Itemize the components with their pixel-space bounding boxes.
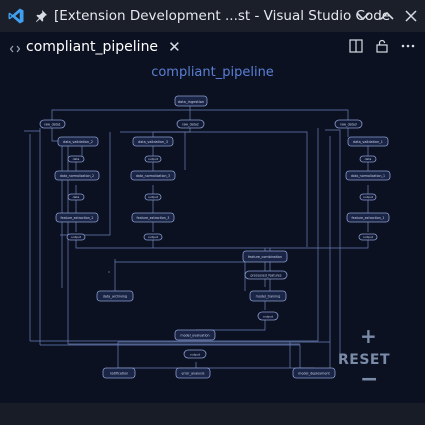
node-label: raw_data3 [340,123,357,127]
chevron-up-icon[interactable] [375,0,399,32]
node-label: raw_data1 [44,123,61,127]
node-output-3c[interactable]: output [143,233,163,241]
node-label: data_normalization_1 [351,174,385,178]
node-label: output [363,235,374,239]
node-output-3a[interactable]: output [144,155,162,163]
node-data-2[interactable]: data [67,155,85,163]
window-title: [Extension Development ...st - Visual St… [54,8,391,24]
node-label: data_archiving [103,295,127,299]
node-output-3b[interactable]: output [144,193,162,201]
node-label: model_deployment [298,372,330,376]
node-label: output [148,157,159,161]
node-model-deployment[interactable]: model_deployment [292,367,336,379]
node-label: data_normalization_3 [136,174,170,178]
node-label: data [365,157,372,161]
node-output-2c[interactable]: output [66,233,86,241]
pipeline-graph[interactable]: data_ingestion raw_data1 raw_data2 raw_d… [0,62,425,403]
node-label: output [148,235,159,239]
node-label: model_training [256,295,281,299]
node-label: data [73,157,80,161]
node-label: notification [110,372,129,376]
node-label: output [71,235,82,239]
split-editor-icon[interactable] [349,38,363,57]
node-model-evaluation[interactable]: model_evaluation [174,329,216,341]
node-data-validation-3[interactable]: data_validation_3 [132,136,174,147]
node-eval-output[interactable]: output [183,349,207,359]
tab-label: compliant_pipeline [26,39,159,55]
node-label: feature_extraction_3 [137,216,170,220]
title-bar: [Extension Development ...st - Visual St… [0,0,425,32]
zoom-out-button[interactable]: − [360,367,379,392]
tab-bar: compliant_pipeline ✕ [0,32,425,62]
node-label: model_evaluation [180,334,209,338]
node-label: feature_combination [248,255,282,259]
graph-title: compliant_pipeline [151,65,274,80]
node-data-2b[interactable]: data [67,193,85,201]
node-label: data_validation_2 [63,140,93,144]
node-error-analysis[interactable]: error_analysis [175,367,211,379]
node-raw-data-1[interactable]: raw_data1 [39,119,66,129]
node-data-normalization-3[interactable]: data_normalization_3 [130,170,176,181]
node-feature-extraction-3[interactable]: feature_extraction_3 [131,212,175,223]
node-label: data [73,195,80,199]
node-label: data_normalization_2 [60,174,94,178]
lock-icon[interactable] [375,38,389,57]
node-label: feature_extraction_2 [61,216,94,220]
more-icon[interactable] [401,38,415,57]
node-data-normalization-1[interactable]: data_normalization_1 [345,170,391,181]
node-data-ingestion[interactable]: data_ingestion [174,95,208,107]
node-label: data_validation_1 [353,140,383,144]
node-label: data_validation_3 [138,140,168,144]
node-output-1c[interactable]: output [358,233,378,241]
panel-strip [0,403,425,425]
vscode-icon[interactable] [0,0,32,32]
node-label: processed_features [251,274,282,278]
node-model-output[interactable]: output [257,311,279,321]
node-feature-combination[interactable]: feature_combination [242,250,288,263]
node-data-validation-1[interactable]: data_validation_1 [347,136,389,147]
close-window-icon[interactable] [399,0,423,32]
node-raw-data-2[interactable]: raw_data2 [176,119,205,129]
node-model-training[interactable]: model_training [249,290,287,302]
pin-icon[interactable] [32,0,50,32]
chevron-down-icon[interactable] [351,0,375,32]
node-label: output [148,195,159,199]
pipeline-webview[interactable]: compliant_pipeline [0,62,425,403]
node-notification[interactable]: notification [102,367,136,379]
node-feature-extraction-2[interactable]: feature_extraction_2 [55,212,99,223]
node-label: output [190,353,201,357]
node-raw-data-3[interactable]: raw_data3 [334,119,363,129]
node-label: data_ingestion [178,100,204,104]
node-processed-features[interactable]: processed_features [244,270,288,280]
close-icon[interactable]: ✕ [168,38,181,56]
node-data-archiving[interactable]: data_archiving [96,290,134,302]
zoom-in-button[interactable]: + [360,324,377,348]
reset-zoom-button[interactable]: RESET [338,352,391,368]
node-label: feature_extraction_1 [352,216,385,220]
node-label: output [363,195,374,199]
code-icon [9,38,21,57]
node-label: error_analysis [182,372,205,376]
tab-compliant-pipeline[interactable]: compliant_pipeline ✕ [0,32,181,62]
node-data-1[interactable]: data [359,155,377,163]
node-label: output [263,315,274,319]
node-data-normalization-2[interactable]: data_normalization_2 [54,170,100,181]
node-data-validation-2[interactable]: data_validation_2 [57,136,99,147]
node-label: raw_data2 [182,123,199,127]
node-output-1b[interactable]: output [359,193,377,201]
node-feature-extraction-1[interactable]: feature_extraction_1 [346,212,390,223]
